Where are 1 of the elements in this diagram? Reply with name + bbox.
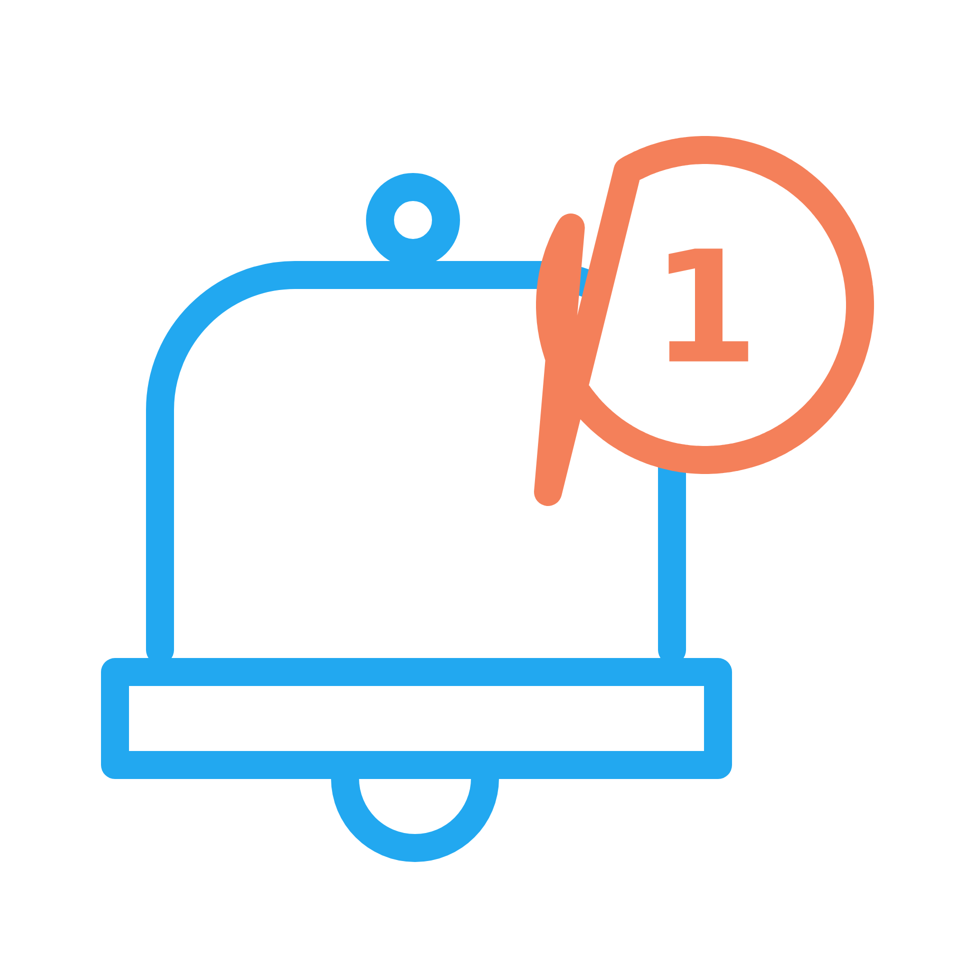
- speech-bubble: 1: [534, 136, 874, 506]
